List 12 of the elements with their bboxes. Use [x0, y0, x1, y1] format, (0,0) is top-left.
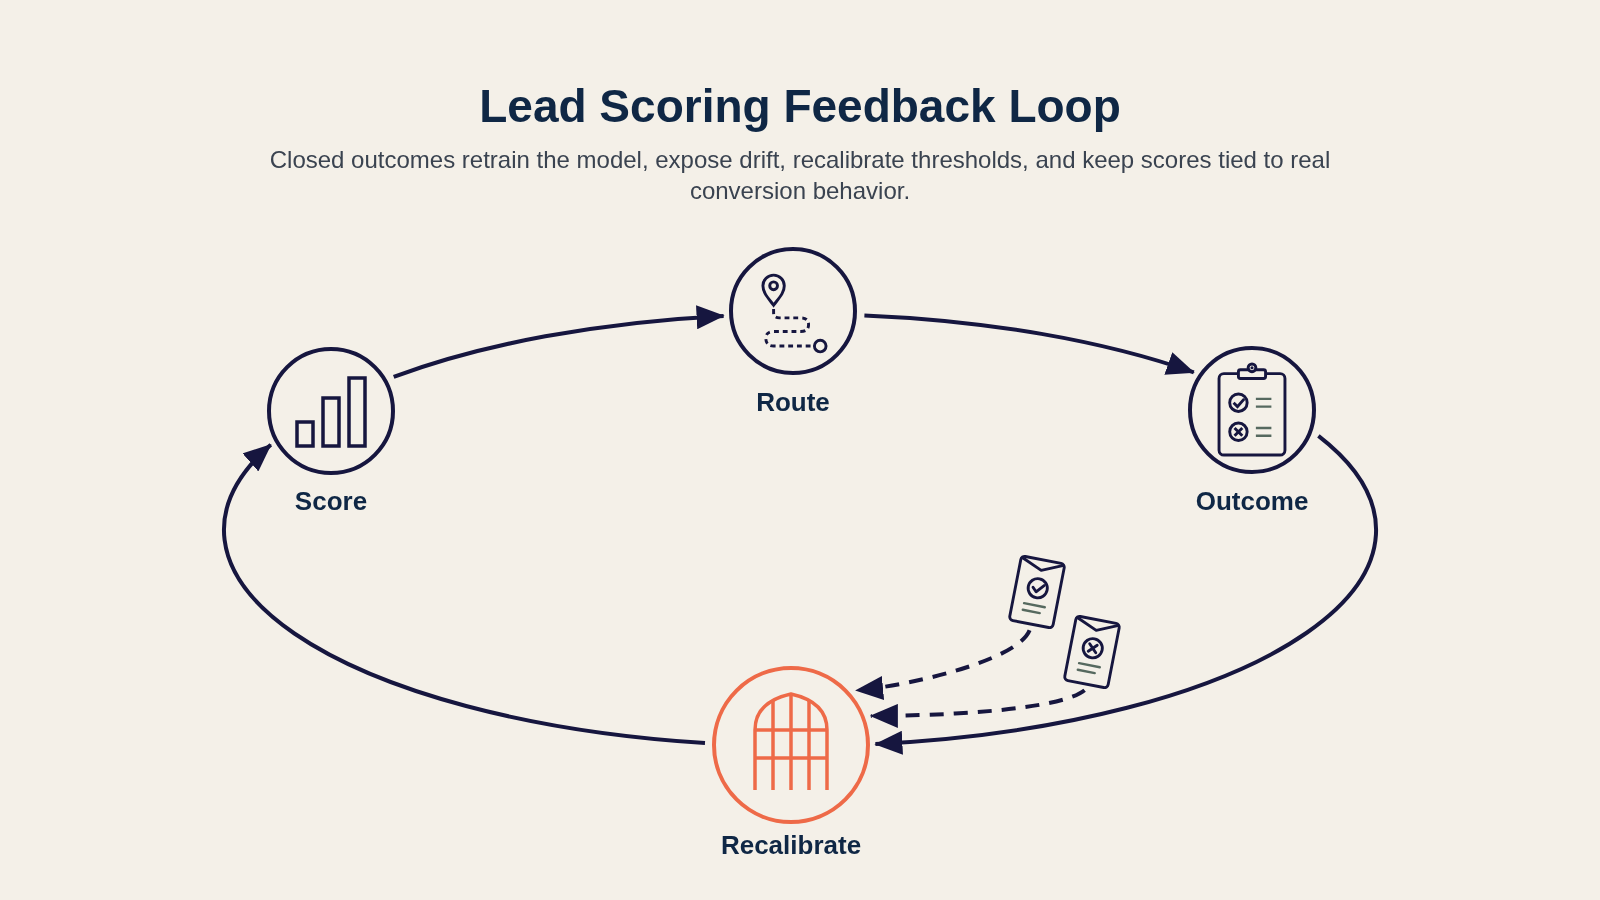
- step-label: Recalibrate: [720, 830, 862, 860]
- step-label: Route: [756, 387, 830, 417]
- arrow: [222, 443, 706, 745]
- step-label: Outcome: [1195, 486, 1309, 516]
- dashed-arrow: [869, 688, 1086, 728]
- dashed-arrow: [855, 629, 1032, 700]
- arrow: [864, 313, 1195, 376]
- arrow: [393, 305, 725, 379]
- step-label: Score: [294, 486, 368, 516]
- arrow: [874, 434, 1378, 755]
- subtitle: Closed outcomes retrain the model, expose drift, recalibrate thresholds, and keep scores tied to real conversion behavior.: [268, 145, 1332, 206]
- title: Lead Scoring Feedback Loop: [479, 80, 1121, 133]
